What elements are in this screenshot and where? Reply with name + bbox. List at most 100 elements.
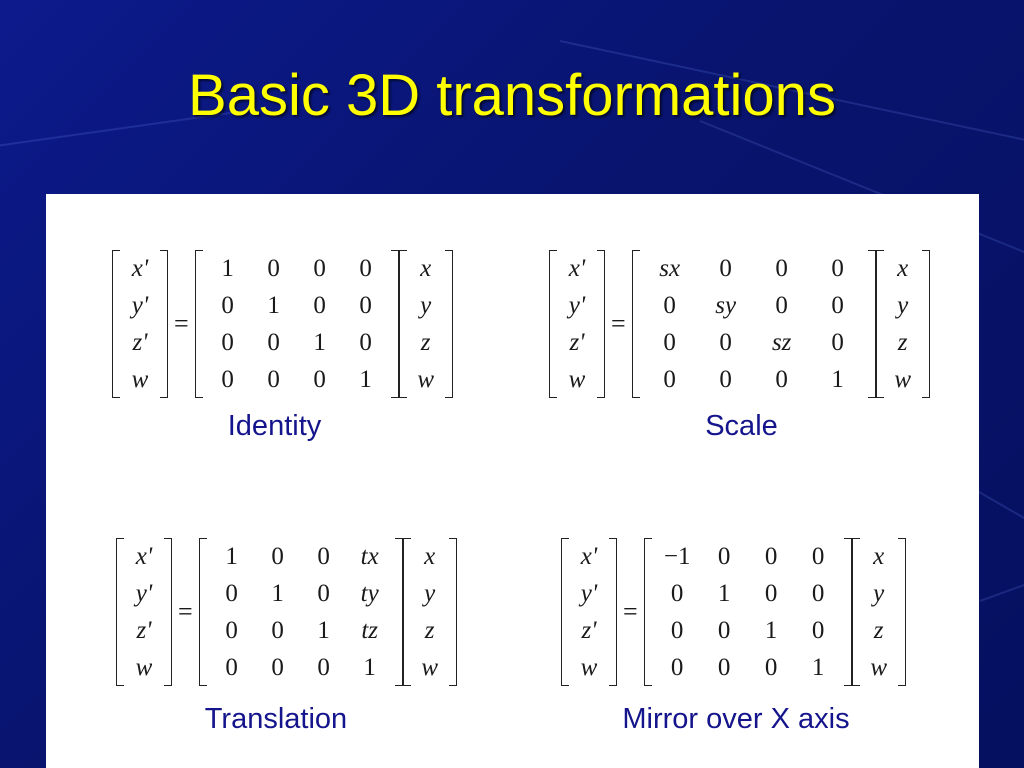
output-vector: x' y' z' w [116,538,172,686]
output-vector: x' y' z' w [561,538,617,686]
matrix-cell: 0 [719,255,732,282]
matrix-cell: 0 [775,292,788,319]
output-entry: y' [131,292,149,319]
matrix-cell: 0 [225,580,238,607]
matrix-cell: 0 [670,580,684,607]
output-vector: x' y' z' w [549,250,605,398]
output-entry: x' [568,255,586,282]
input-entry: z [420,329,431,356]
output-entry: x' [135,543,153,570]
input-vector: x y z w [398,250,453,398]
matrix-cell: 0 [717,617,731,644]
scale-matrix: sx 0 0 0 0 sy 0 0 0 0 sz 0 0 0 0 1 [631,250,876,398]
matrix-cell: 0 [221,292,234,319]
matrix-cell: 0 [317,580,330,607]
mirror-caption: Mirror over X axis [622,703,850,735]
equals-sign: = [174,309,189,338]
matrix-cell: sy [715,292,737,319]
matrix-cell: ty [360,580,379,607]
matrix-cell: 0 [717,543,731,570]
matrix-cell: 0 [670,654,684,681]
matrix-cell: 0 [267,366,280,393]
matrix-cell: 0 [359,255,372,282]
identity-equation: x' y' z' w = 1 0 0 0 0 1 0 0 0 0 1 0 0 0 [112,250,453,398]
matrix-cell: 0 [663,292,676,319]
output-entry: y' [580,580,598,607]
matrix-cell: 0 [811,543,825,570]
matrix-cell: 0 [663,366,676,393]
input-entry: y [420,292,432,319]
matrix-cell: 1 [359,366,372,393]
matrix-cell: 0 [313,366,326,393]
matrix-cell: −1 [663,543,691,570]
translation-caption: Translation [204,703,348,735]
input-entry: x [873,543,885,570]
input-vector: x y z w [402,538,457,686]
matrix-cell: 0 [317,543,330,570]
output-entry: z' [136,617,152,644]
output-entry: z' [581,617,597,644]
matrix-cell: 0 [831,329,844,356]
input-vector: x y z w [875,250,930,398]
matrix-cell: 1 [717,580,731,607]
matrix-cell: 0 [831,292,844,319]
input-entry: w [894,366,912,393]
input-entry: z [424,617,435,644]
matrix-cell: 0 [764,580,778,607]
matrix-cell: 1 [271,580,284,607]
slide-title: Basic 3D transformations [188,63,836,128]
matrix-cell: 0 [221,366,234,393]
input-entry: z [897,329,908,356]
input-entry: y [424,580,436,607]
matrix-cell: 1 [811,654,825,681]
matrix-cell: 1 [764,617,778,644]
matrix-cell: 0 [313,255,326,282]
scale-block: x' y' z' w = sx 0 0 0 0 sy 0 0 0 0 sz 0 … [549,250,930,455]
matrix-cell: 0 [831,255,844,282]
input-entry: x [897,255,909,282]
mirror-matrix: −1 0 0 0 0 1 0 0 0 0 1 0 0 0 0 1 [643,538,852,686]
matrix-cell: 0 [225,617,238,644]
input-entry: x [424,543,436,570]
output-entry: w [568,366,586,393]
identity-matrix: 1 0 0 0 0 1 0 0 0 0 1 0 0 0 0 1 [194,250,399,398]
input-entry: w [870,654,888,681]
output-entry: w [580,654,598,681]
mirror-equation: x' y' z' w = −1 0 0 0 0 1 0 0 0 0 1 0 0 … [561,538,906,686]
output-entry: x' [580,543,598,570]
matrix-cell: 0 [271,654,284,681]
input-entry: z [873,617,884,644]
matrix-cell: 0 [764,654,778,681]
identity-caption: Identity [227,410,322,442]
matrix-cell: 0 [221,329,234,356]
matrix-cell: 1 [363,654,376,681]
matrix-cell: sz [771,329,792,356]
input-entry: y [873,580,885,607]
scale-caption: Scale [705,410,778,442]
output-vector: x' y' z' w [112,250,168,398]
translation-equation: x' y' z' w = 1 0 0 tx 0 1 0 ty 0 0 1 tz … [116,538,457,686]
matrix-cell: 0 [764,543,778,570]
equals-sign: = [611,309,626,338]
matrix-cell: tz [361,617,379,644]
matrix-cell: 0 [663,329,676,356]
matrix-cell: 1 [317,617,330,644]
output-entry: w [135,654,153,681]
input-entry: w [421,654,439,681]
translation-block: x' y' z' w = 1 0 0 tx 0 1 0 ty 0 0 1 tz … [116,538,457,748]
matrix-cell: 0 [775,366,788,393]
input-vector: x y z w [851,538,906,686]
matrix-cell: 0 [317,654,330,681]
identity-block: x' y' z' w = 1 0 0 0 0 1 0 0 0 0 1 0 0 0 [112,250,453,455]
matrix-cell: 0 [267,255,280,282]
matrix-cell: 0 [359,292,372,319]
matrix-cell: sx [659,255,681,282]
matrix-cell: 1 [313,329,326,356]
output-entry: z' [132,329,148,356]
matrix-cell: 0 [271,543,284,570]
input-entry: w [417,366,435,393]
matrix-cell: 0 [271,617,284,644]
matrix-cell: 1 [221,255,234,282]
matrix-cell: 0 [359,329,372,356]
equals-sign: = [178,597,193,626]
